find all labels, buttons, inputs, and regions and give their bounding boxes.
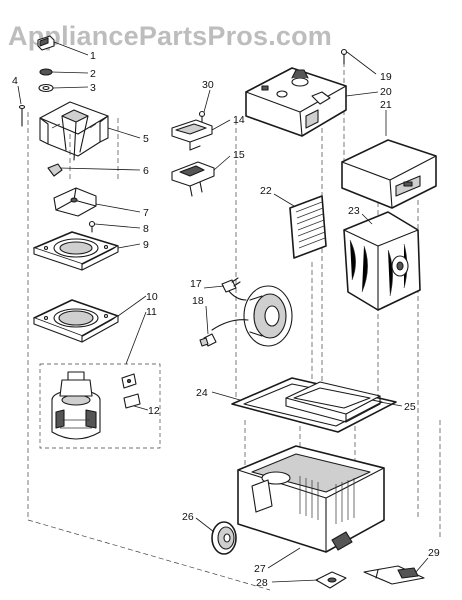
- callout-10: 10: [146, 291, 158, 303]
- part-9-gasket-plate: [33, 231, 119, 271]
- part-19-screw: [340, 48, 348, 65]
- callout-21: 21: [380, 99, 392, 111]
- callout-2: 2: [90, 68, 96, 80]
- callout-5: 5: [143, 133, 149, 145]
- callout-26: 26: [182, 511, 194, 523]
- part-26-wheel: [211, 521, 237, 555]
- callout-27: 27: [254, 563, 266, 575]
- part-22-filter-grille: [289, 195, 327, 259]
- callout-17: 17: [190, 278, 202, 290]
- leader-lines: [17, 41, 429, 583]
- part-7-fan: [53, 187, 97, 217]
- callout-9: 9: [143, 239, 149, 251]
- callout-12: 12: [148, 405, 160, 417]
- callout-7: 7: [143, 207, 149, 219]
- callout-20: 20: [380, 86, 392, 98]
- callout-15: 15: [233, 149, 245, 161]
- part-18-plug: [199, 333, 217, 347]
- part-21-hood: [341, 139, 437, 209]
- callout-11: 11: [146, 306, 157, 318]
- part-1-cap: [37, 35, 55, 51]
- part-6-clip: [47, 163, 63, 177]
- part-15-switch: [171, 161, 215, 197]
- callout-19: 19: [380, 71, 392, 83]
- callout-22: 22: [260, 185, 272, 197]
- part-14-switch-lever: [171, 119, 213, 151]
- part-25-filter-frame: [285, 381, 381, 423]
- callout-18: 18: [192, 295, 204, 307]
- callout-28: 28: [256, 577, 268, 589]
- part-8-screw: [88, 220, 96, 233]
- callout-1: 1: [90, 50, 96, 62]
- callout-4: 4: [12, 75, 18, 87]
- part-30-screw: [198, 110, 206, 127]
- part-27-canister-base: [237, 445, 385, 553]
- part-28-caster: [315, 571, 347, 589]
- callout-23: 23: [348, 205, 360, 217]
- part-20-top-housing: [245, 67, 347, 137]
- callout-25: 25: [404, 401, 416, 413]
- part-10-mounting-plate: [33, 299, 119, 343]
- part-4-screw: [18, 104, 26, 127]
- part-17-cord-reel: [211, 277, 293, 347]
- callout-29: 29: [428, 547, 440, 559]
- callout-14: 14: [233, 114, 245, 126]
- part-5-bracket: [39, 101, 109, 161]
- part-23-dust-bag: [343, 211, 421, 311]
- callout-6: 6: [143, 165, 149, 177]
- watermark-text: AppliancePartsPros.com: [8, 21, 332, 51]
- part-11-motor-assembly: [39, 363, 161, 449]
- callout-24: 24: [196, 387, 208, 399]
- part-29-latch: [363, 565, 425, 585]
- callout-30: 30: [202, 79, 214, 91]
- callout-3: 3: [90, 82, 96, 94]
- callout-8: 8: [143, 223, 149, 235]
- part-2-nut: [39, 68, 53, 76]
- part-3-washer: [38, 83, 54, 93]
- callout-labels: 1 2 3 4 5 6 7 8 9 10 11 12 14 15 17 18 1…: [12, 50, 440, 589]
